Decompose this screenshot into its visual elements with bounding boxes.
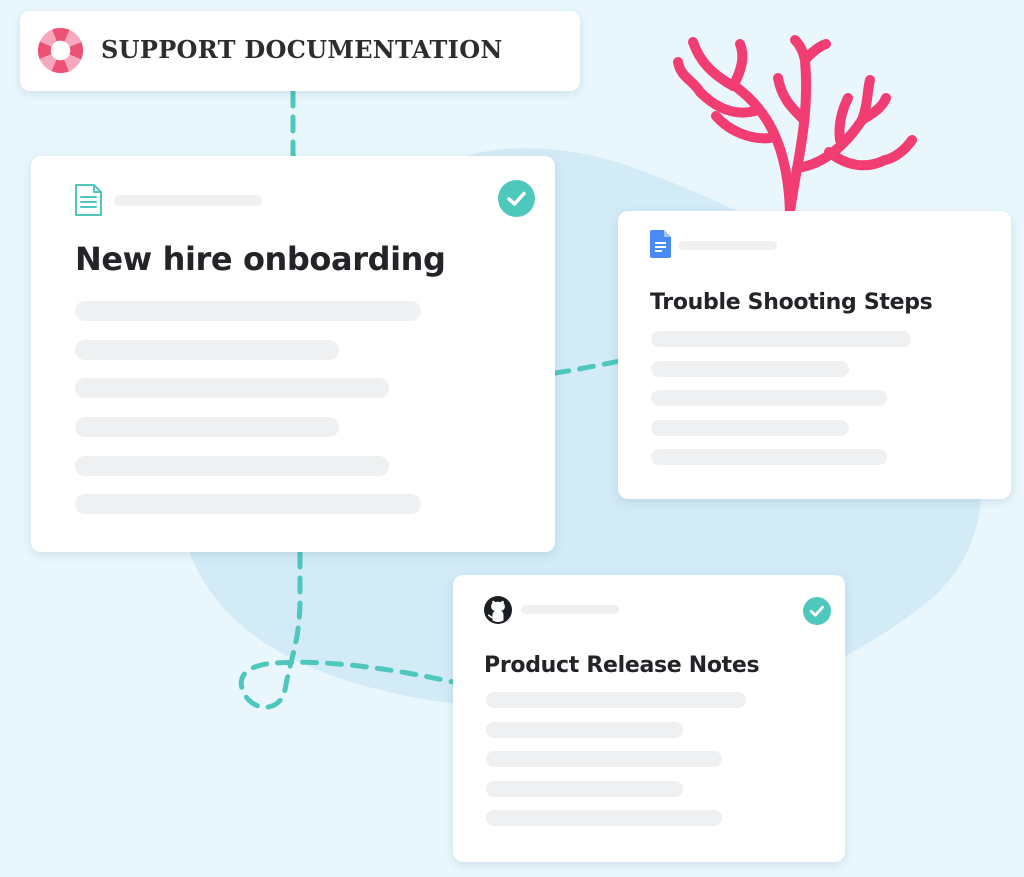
placeholder-text-bar [486,781,683,797]
placeholder-text-bar [651,420,849,436]
placeholder-text-bar [75,340,339,360]
placeholder-text-bar [651,449,887,465]
support-documentation-header: SUPPORT DOCUMENTATION [20,11,580,91]
placeholder-text-bar [486,751,722,767]
placeholder-text-bar [678,241,777,250]
card-title: Product Release Notes [484,653,760,678]
placeholder-text-bar [486,722,683,738]
placeholder-text-bar [651,331,911,347]
doc-card-new-hire-onboarding[interactable]: New hire onboarding [31,156,555,552]
check-circle-icon [498,180,535,217]
placeholder-text-bar [75,301,421,321]
github-icon [484,596,512,624]
google-docs-icon [650,230,671,258]
doc-card-product-release-notes[interactable]: Product Release Notes [453,575,845,862]
document-icon [75,184,102,216]
lifebuoy-icon [38,28,83,73]
placeholder-text-bar [114,195,262,206]
connector-lines [238,89,623,710]
placeholder-text-bar [651,390,887,406]
header-title: SUPPORT DOCUMENTATION [101,35,503,64]
check-circle-icon [803,597,831,625]
placeholder-text-bar [75,378,389,398]
placeholder-text-bar [486,810,722,826]
placeholder-text-bar [75,456,389,476]
card-title: Trouble Shooting Steps [650,290,933,315]
placeholder-text-bar [521,605,619,614]
placeholder-text-bar [486,692,746,708]
placeholder-text-bar [75,494,421,514]
doc-card-trouble-shooting-steps[interactable]: Trouble Shooting Steps [618,211,1011,499]
placeholder-text-bar [75,417,339,437]
placeholder-text-bar [651,361,849,377]
coral-icon [673,35,917,217]
card-title: New hire onboarding [75,240,446,278]
